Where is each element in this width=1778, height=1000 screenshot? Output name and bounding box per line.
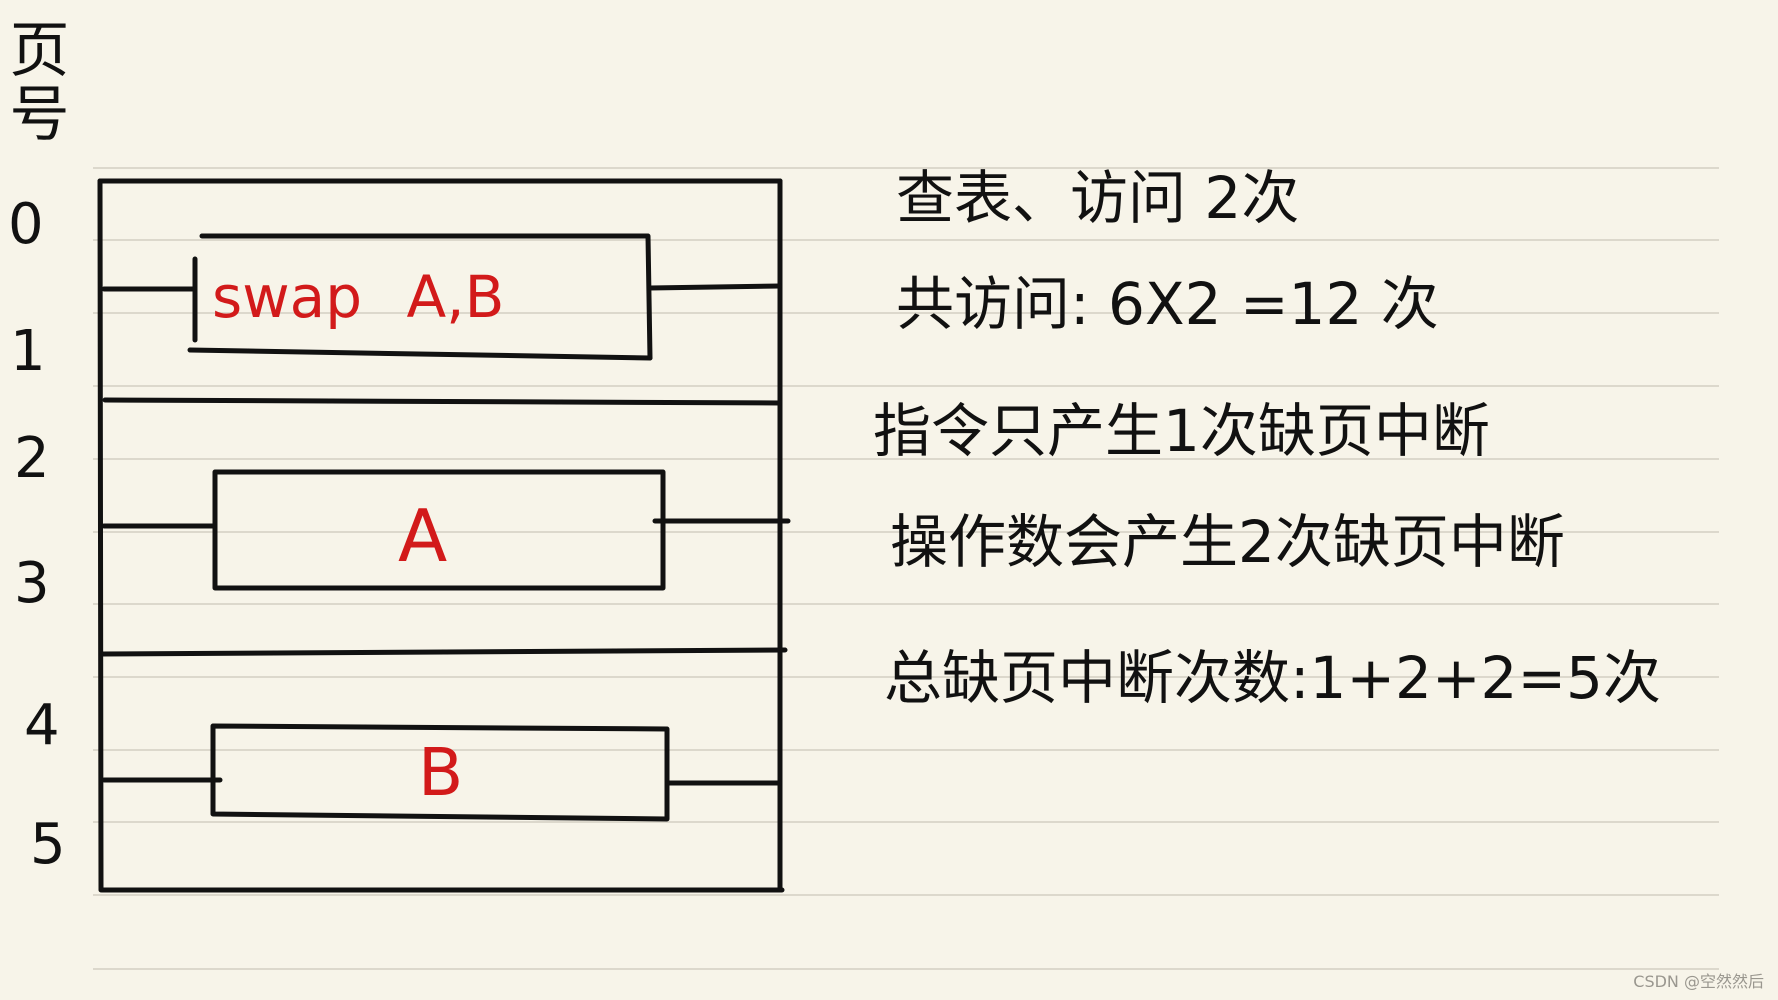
- operand-a-label: A: [398, 494, 448, 578]
- a-box: [101, 469, 791, 591]
- note-total-faults: 总缺页中断次数:1+2+2=5次: [884, 644, 1661, 712]
- b-box: [101, 723, 783, 822]
- swap-box: [101, 233, 783, 361]
- page-number-2: 2: [14, 426, 50, 491]
- note-operand-fault: 操作数会产生2次缺页中断: [890, 508, 1565, 576]
- page-number-5: 5: [30, 812, 66, 877]
- page-number-3: 3: [14, 551, 50, 616]
- swap-connector-right: [647, 283, 783, 291]
- operand-b-label: B: [418, 734, 464, 811]
- swap-instruction-label: swap A,B: [212, 263, 505, 331]
- watermark: CSDN @空然然后: [1633, 972, 1764, 991]
- divider-2: [99, 647, 788, 657]
- frame-left: [97, 178, 104, 893]
- ruled-lines: [93, 167, 1719, 970]
- page-number-axis-label: 页号: [0, 18, 69, 146]
- swap-box-right: [645, 233, 653, 361]
- page-table-frame: [97, 178, 788, 893]
- page-number-1: 1: [10, 319, 46, 384]
- a-box-rect: [212, 469, 666, 591]
- note-total-access: 共访问: 6X2 =12 次: [896, 270, 1439, 338]
- note-instruction-fault: 指令只产生1次缺页中断: [873, 397, 1490, 465]
- swap-box-bottom: [187, 347, 653, 361]
- page-number-0: 0: [8, 192, 44, 257]
- b-box-rect: [210, 723, 670, 822]
- note-lookup-access: 查表、访问 2次: [896, 164, 1300, 232]
- page-number-4: 4: [24, 693, 60, 758]
- divider-1: [102, 397, 783, 406]
